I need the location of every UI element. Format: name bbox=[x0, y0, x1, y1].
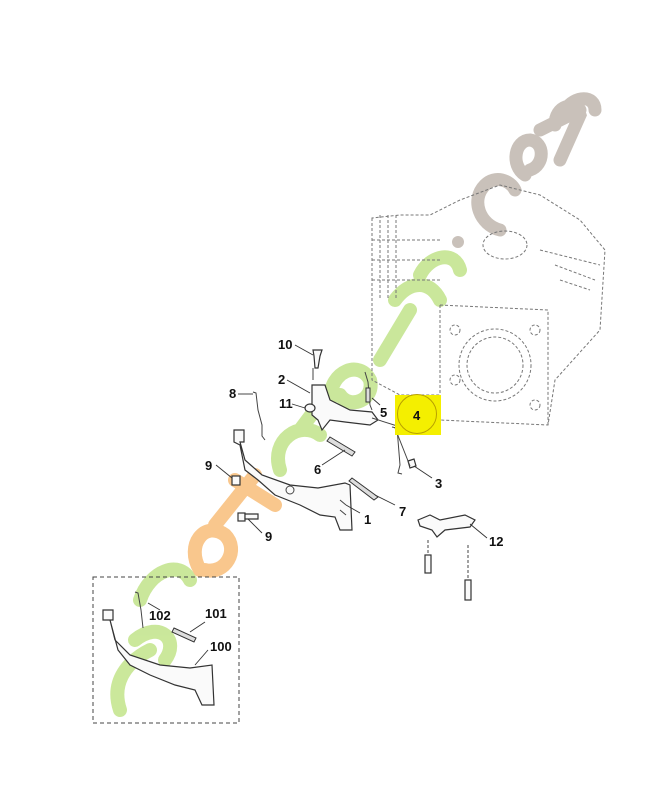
callout-4[interactable]: 4 bbox=[413, 408, 421, 423]
part-7-spring bbox=[348, 477, 379, 501]
part-6-spring bbox=[326, 436, 356, 457]
callout-101[interactable]: 101 bbox=[205, 606, 227, 621]
callout-5[interactable]: 5 bbox=[380, 405, 388, 420]
part-10-screw bbox=[312, 349, 323, 369]
part-2-lever bbox=[311, 384, 379, 432]
callout-3[interactable]: 3 bbox=[435, 476, 443, 491]
part-9-bolt bbox=[237, 512, 259, 522]
watermark bbox=[110, 92, 602, 717]
callout-2[interactable]: 2 bbox=[278, 372, 286, 387]
part-8-rod bbox=[252, 391, 266, 441]
callout-9b[interactable]: 9 bbox=[265, 529, 273, 544]
callout-102[interactable]: 102 bbox=[149, 608, 171, 623]
callout-8[interactable]: 8 bbox=[229, 386, 237, 401]
part-11-nut bbox=[304, 403, 316, 413]
part-9-bolt bbox=[231, 475, 241, 486]
engine-block bbox=[371, 184, 606, 426]
callout-9[interactable]: 9 bbox=[205, 458, 213, 473]
callout-7[interactable]: 7 bbox=[399, 504, 407, 519]
callout-6[interactable]: 6 bbox=[314, 462, 322, 477]
part-5-spring bbox=[364, 371, 373, 411]
kit-box bbox=[92, 576, 240, 724]
callout-10[interactable]: 10 bbox=[278, 337, 293, 352]
part-12-plate bbox=[417, 514, 476, 601]
callout-1[interactable]: 1 bbox=[364, 512, 372, 527]
callout-100[interactable]: 100 bbox=[210, 639, 232, 654]
callout-11[interactable]: 11 bbox=[279, 396, 293, 411]
callout-12[interactable]: 12 bbox=[489, 534, 504, 549]
callout-4-highlight[interactable]: 4 bbox=[395, 394, 441, 435]
part-1-bracket bbox=[233, 429, 353, 531]
highlight-circle bbox=[397, 394, 437, 434]
